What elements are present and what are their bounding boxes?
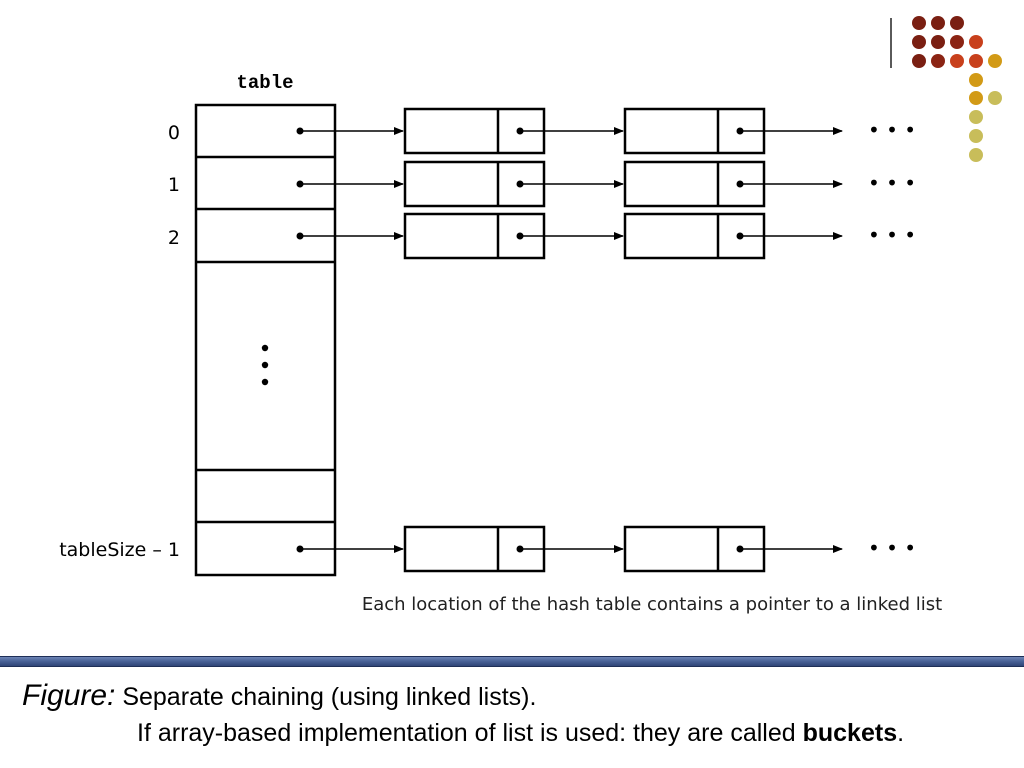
caption-line-2: If array-based implementation of list is…: [22, 715, 1012, 751]
caption-bold-term: buckets: [802, 719, 898, 747]
hash-table-diagram: table 0 1 2 tableSize – 1 • • •: [59, 16, 1002, 615]
decorative-dot: [988, 91, 1002, 105]
caption-text-1: Separate chaining (using linked lists).: [122, 683, 537, 711]
decorative-dot: [969, 35, 983, 49]
continuation-dots: • • •: [868, 536, 916, 560]
table-outline: [194, 103, 337, 577]
row-label-1: 1: [168, 174, 180, 196]
decorative-dot: [931, 16, 945, 30]
divider-bar: [0, 656, 1024, 667]
decorative-dot-grid: [912, 16, 1002, 162]
decorative-dot: [950, 16, 964, 30]
caption-text-2: If array-based implementation of list is…: [137, 719, 803, 747]
row-label-last: tableSize – 1: [59, 539, 180, 561]
row-label-2: 2: [168, 227, 180, 249]
decorative-dot: [969, 54, 983, 68]
linked-list-chains: [296, 107, 843, 573]
table-label: table: [236, 72, 293, 94]
table-vertical-ellipsis: [261, 344, 269, 386]
diagram-description: Each location of the hash table contains…: [362, 594, 942, 615]
continuation-dots: • • •: [868, 223, 916, 247]
figure-caption: Figure: Separate chaining (using linked …: [22, 678, 1012, 751]
caption-text-2-end: .: [897, 719, 905, 747]
decorative-dot: [969, 129, 983, 143]
decorative-dot: [969, 110, 983, 124]
decorative-dot: [912, 54, 926, 68]
decorative-dot: [931, 35, 945, 49]
figure-label: Figure:: [22, 679, 116, 712]
decorative-dot: [969, 91, 983, 105]
row-label-0: 0: [168, 122, 180, 144]
decorative-dot: [969, 148, 983, 162]
decorative-dot: [969, 73, 983, 87]
caption-line-1: Figure: Separate chaining (using linked …: [22, 678, 1012, 715]
decorative-dot: [912, 35, 926, 49]
decorative-dot: [912, 16, 926, 30]
decorative-dot: [950, 35, 964, 49]
hash-table-array: [194, 103, 337, 577]
decorative-dot: [931, 54, 945, 68]
decorative-dot: [988, 54, 1002, 68]
decorative-dot: [950, 54, 964, 68]
continuation-dots: • • •: [868, 171, 916, 195]
continuation-dots: • • •: [868, 118, 916, 142]
